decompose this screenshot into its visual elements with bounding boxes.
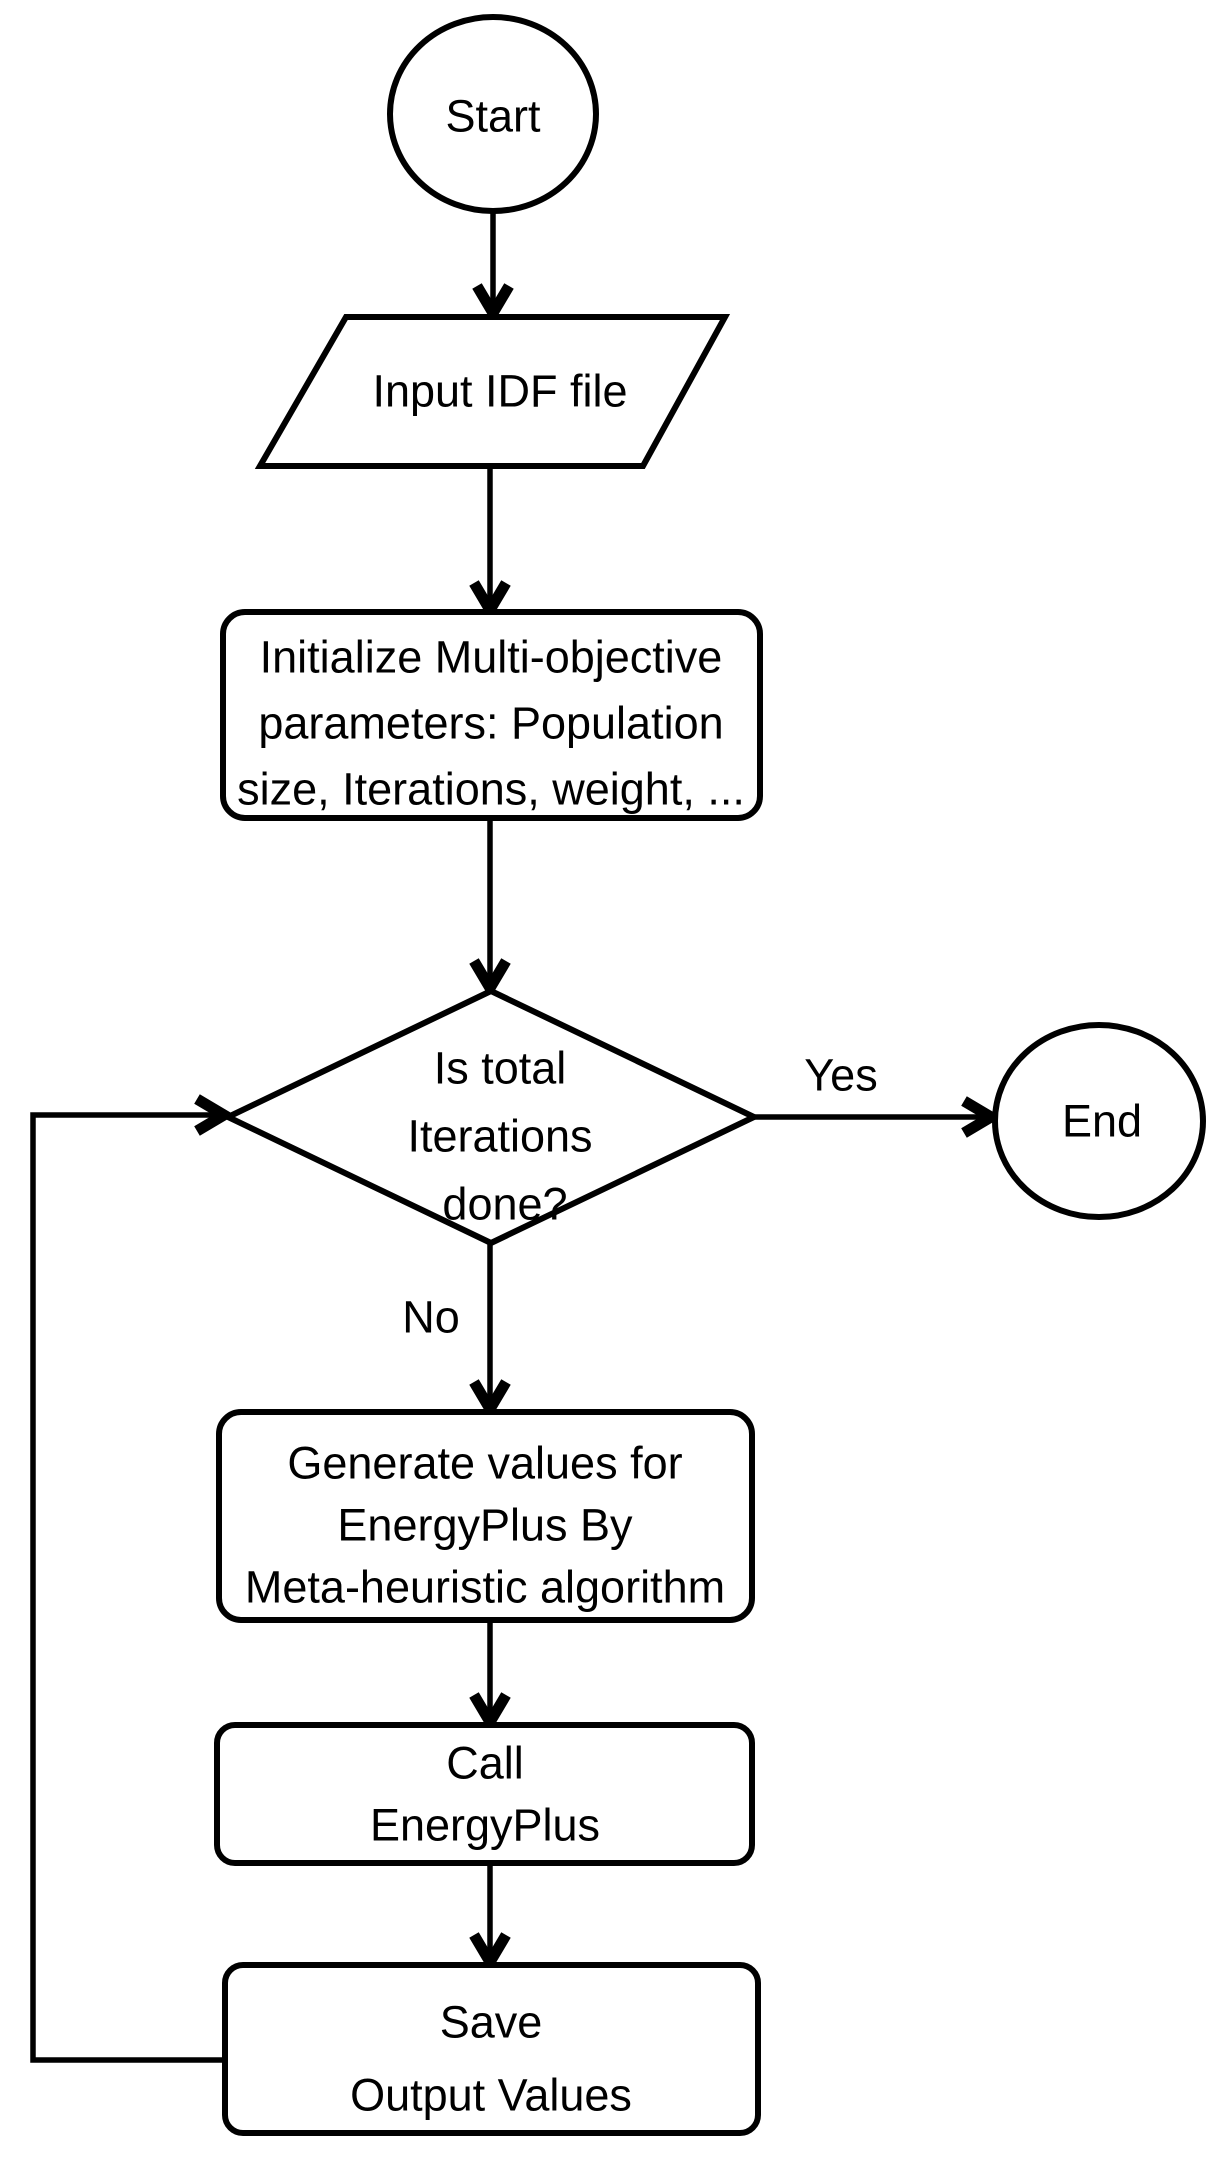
no-edge-label: No xyxy=(402,1292,460,1343)
arrow-loopback-save-to-decision xyxy=(30,1094,235,2063)
save-output-process-shape xyxy=(222,1962,761,2136)
decision-label-line1: Is total xyxy=(434,1043,567,1094)
initialize-label-line1: Initialize Multi-objective xyxy=(260,632,723,683)
save-output-label-line1: Save xyxy=(440,1997,543,2048)
start-terminator-shape xyxy=(387,14,599,214)
call-energyplus-label-line1: Call xyxy=(446,1738,524,1789)
end-terminator-shape xyxy=(992,1022,1206,1220)
initialize-label-line2: parameters: Population xyxy=(258,698,723,749)
generate-label-line3: Meta-heuristic algorithm xyxy=(245,1562,725,1613)
initialize-label-line3: size, Iterations, weight, ... xyxy=(237,764,745,815)
decision-diamond-shape xyxy=(221,987,761,1247)
decision-label-line2: Iterations xyxy=(407,1111,592,1162)
start-node: Start xyxy=(387,14,599,214)
decision-label-line3: done? xyxy=(442,1179,567,1230)
end-label: End xyxy=(1062,1096,1142,1147)
save-output-node: Save Output Values xyxy=(222,1962,761,2136)
call-energyplus-process-shape xyxy=(214,1722,755,1866)
input-idf-label: Input IDF file xyxy=(372,366,627,417)
generate-process-shape xyxy=(216,1409,755,1623)
initialize-node: Initialize Multi-objective parameters: P… xyxy=(220,609,763,821)
end-node: End xyxy=(992,1022,1206,1220)
save-output-label-line2: Output Values xyxy=(350,2070,632,2121)
generate-values-node: Generate values for EnergyPlus By Meta-h… xyxy=(216,1409,755,1623)
input-idf-node: Input IDF file xyxy=(254,314,731,469)
input-idf-parallelogram-shape xyxy=(254,314,731,469)
call-energyplus-label-line2: EnergyPlus xyxy=(370,1800,600,1851)
iterations-done-decision-node: Is total Iterations done? xyxy=(221,987,761,1247)
call-energyplus-node: Call EnergyPlus xyxy=(214,1722,755,1866)
initialize-process-shape xyxy=(220,609,763,821)
generate-label-line2: EnergyPlus By xyxy=(337,1500,633,1551)
start-label: Start xyxy=(445,91,541,142)
generate-label-line1: Generate values for xyxy=(287,1438,682,1489)
yes-edge-label: Yes xyxy=(804,1050,877,1101)
